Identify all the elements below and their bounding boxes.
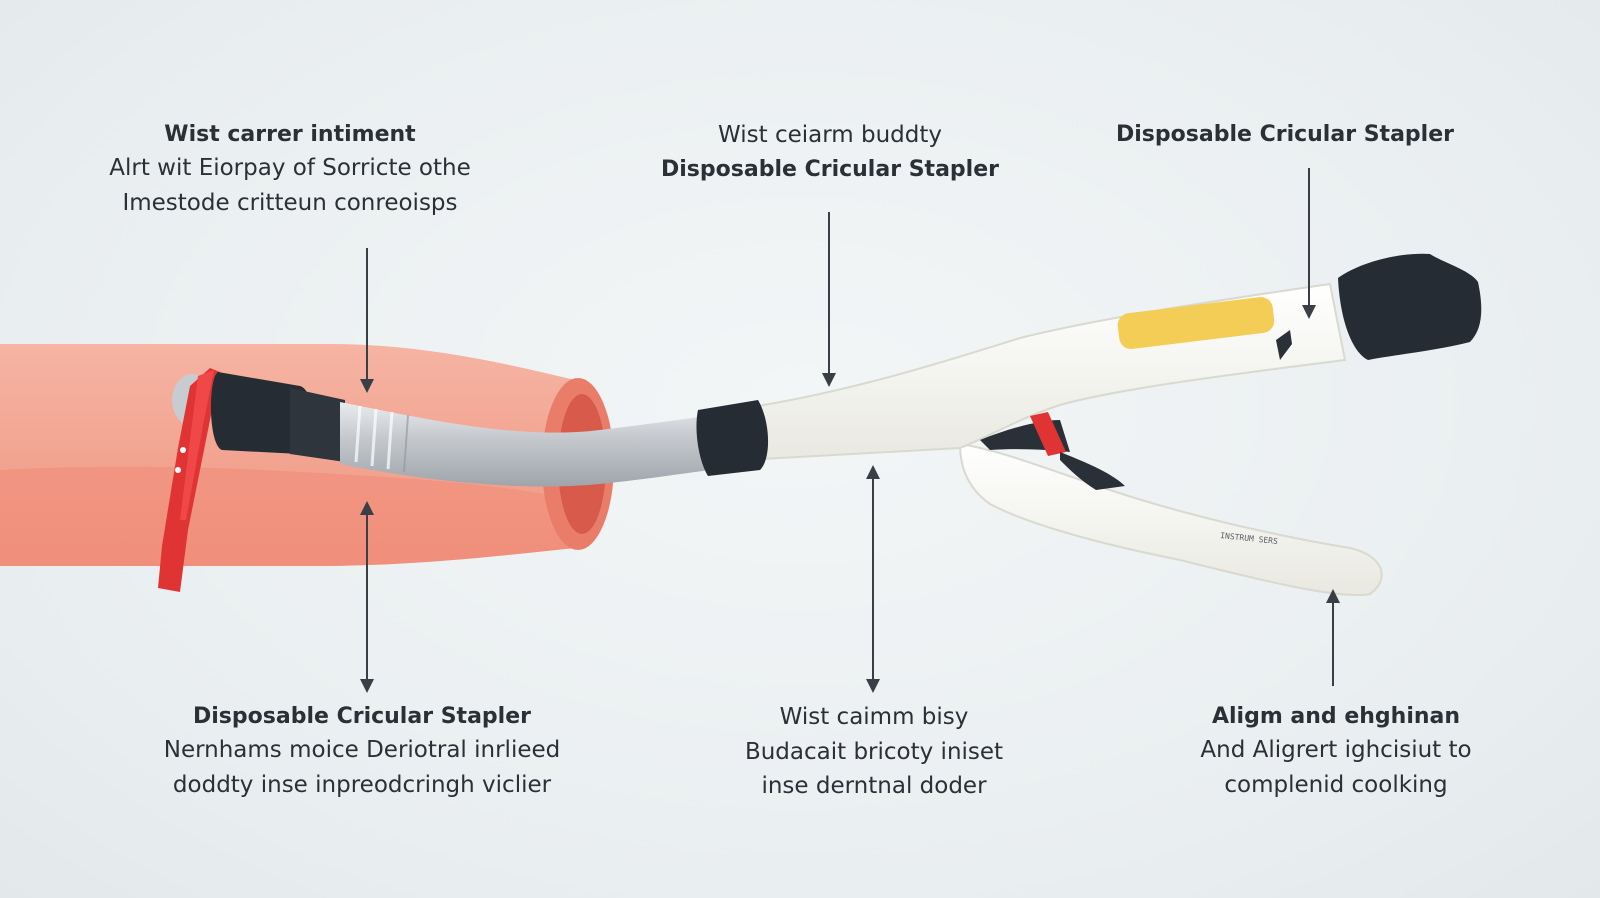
label-top-center: Wist ceiarm buddty Disposable Cricular S… [620, 118, 1040, 186]
label-title: Disposable Cricular Stapler [193, 704, 531, 729]
label-title: Disposable Cricular Stapler [1116, 122, 1454, 147]
label-subtitle: Disposable Cricular Stapler [661, 156, 999, 182]
black-collar [210, 372, 313, 454]
label-bottom-left: Disposable Cricular Stapler Nernhams moi… [152, 700, 572, 802]
label-line: inse derntnal doder [761, 773, 987, 799]
label-title: Wist caimm bisy [779, 704, 969, 730]
label-line: And Aligrert ighcisiut to [1200, 737, 1472, 763]
label-title: Aligm and ehghinan [1211, 704, 1461, 729]
curved-shaft [340, 402, 710, 487]
label-top-right: Disposable Cricular Stapler [1075, 118, 1495, 151]
label-top-left: Wist carrer intiment Alrt wit Eiorpay of… [80, 118, 500, 220]
stapler-body [696, 253, 1482, 597]
label-line: Alrt wit Eiorpay of Sorricte othe [109, 155, 471, 181]
tissue-vessel [0, 344, 614, 566]
label-title: Wist ceiarm buddty [718, 122, 942, 148]
label-bottom-center: Wist caimm bisy Budacait bricoty iniset … [664, 700, 1084, 804]
label-line: doddty inse inpreodcringh viclier [172, 771, 552, 798]
label-line: Budacait bricoty iniset [744, 738, 1004, 765]
label-title: Wist carrer intiment [164, 122, 416, 147]
indicator-window [1117, 297, 1275, 349]
label-bottom-right: Aligm and ehghinan And Aligrert ighcisiu… [1126, 700, 1546, 802]
anvil-head [158, 368, 220, 592]
label-line: Imestode critteun conreoisps [122, 189, 458, 216]
label-line: Nernhams moice Deriotral inrlieed [163, 737, 561, 763]
label-line: complenid coolking [1224, 771, 1448, 798]
